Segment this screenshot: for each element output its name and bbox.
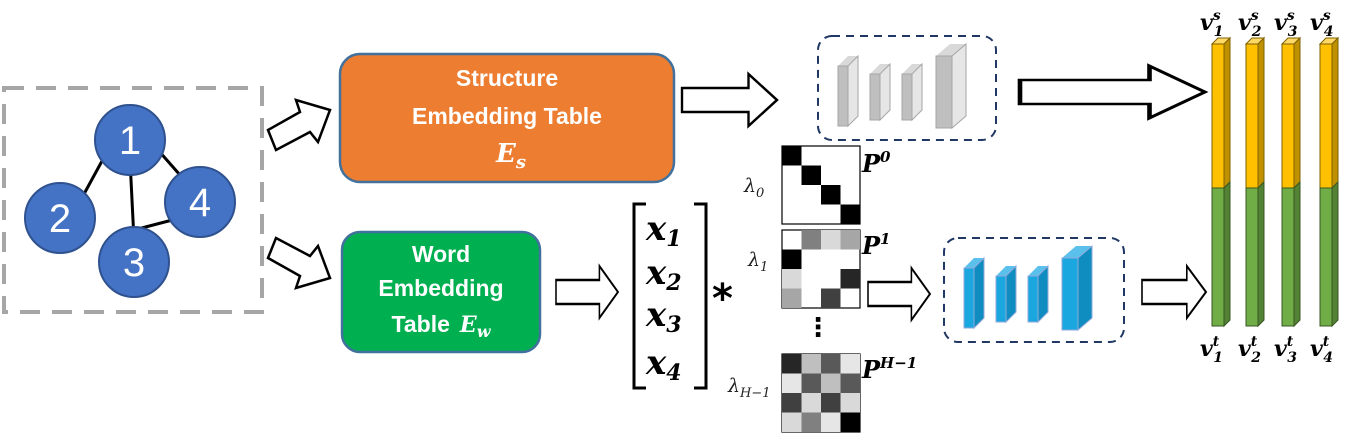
input-graph: 1 2 3 4	[2, 86, 264, 314]
structure-box-line1: Structure	[456, 65, 558, 91]
node-label: 4	[189, 181, 211, 225]
vector-entry-3: x3	[645, 295, 682, 338]
vector-entry-4: x4	[645, 343, 682, 386]
lambda-h-1: λH−1	[727, 375, 771, 401]
arrow-graph-to-word	[266, 236, 332, 290]
word-box-line1: Word	[412, 241, 470, 267]
arrow-structure-to-encoder	[680, 72, 779, 128]
structure-box-line2: Embedding Table	[412, 103, 602, 129]
vector-entry-1: x1	[645, 209, 682, 252]
output-column-2	[1244, 36, 1266, 328]
p0-label: P0	[861, 148, 891, 178]
structure-box-symbol: Es	[495, 139, 526, 173]
lambda-1: λ1	[747, 249, 768, 275]
text-encoder-frame	[943, 237, 1125, 343]
node-label: 2	[49, 197, 71, 241]
arrow-matrices-to-encoder	[866, 266, 932, 322]
word-box-line3: Table Ew	[392, 311, 492, 341]
matrix-ellipsis: ⋮	[805, 313, 831, 343]
p1-label: P1	[861, 230, 890, 260]
node-label: 1	[119, 119, 141, 163]
node-label: 3	[123, 241, 145, 285]
graph-node-3: 3	[98, 226, 170, 298]
structure-embedding-table: Structure Embedding Table Es	[338, 52, 676, 184]
vector-entry-2: x2	[645, 253, 682, 296]
structure-encoder-layers	[837, 42, 967, 130]
output-column-1	[1210, 36, 1232, 328]
lambda-0: λ0	[743, 175, 764, 201]
output-column-3	[1280, 36, 1302, 328]
graph-node-4: 4	[164, 166, 236, 238]
ph-1-label: PH−1	[861, 354, 917, 384]
word-box-line2: Embedding	[378, 275, 503, 301]
right-bracket	[694, 202, 708, 390]
matrix-p0: λ0 P0	[743, 145, 891, 225]
matrix-ph-1: λH−1 PH−1	[727, 353, 917, 433]
arrow-structure-encoder-to-outputs	[1020, 66, 1205, 118]
graph-frame	[2, 86, 264, 314]
output-column-4	[1318, 36, 1340, 328]
matrix-p1: λ1 P1	[747, 229, 890, 309]
node-feature-vector: x1 x2 x3 x4	[632, 202, 708, 390]
structure-encoder-frame	[817, 35, 997, 141]
arrow-word-to-vector	[554, 264, 620, 320]
text-encoder-layers	[963, 244, 1093, 332]
arrow-graph-to-structure	[266, 98, 332, 152]
word-embedding-table: Word Embedding Table Ew	[340, 230, 542, 354]
arrow-text-encoder-to-outputs	[1140, 264, 1208, 320]
structure-encoder	[817, 35, 997, 141]
convolution-operator: *	[712, 276, 733, 322]
text-encoder	[943, 237, 1125, 343]
graph-node-2: 2	[24, 182, 96, 254]
graph-node-1: 1	[94, 104, 166, 176]
left-bracket	[632, 202, 646, 390]
